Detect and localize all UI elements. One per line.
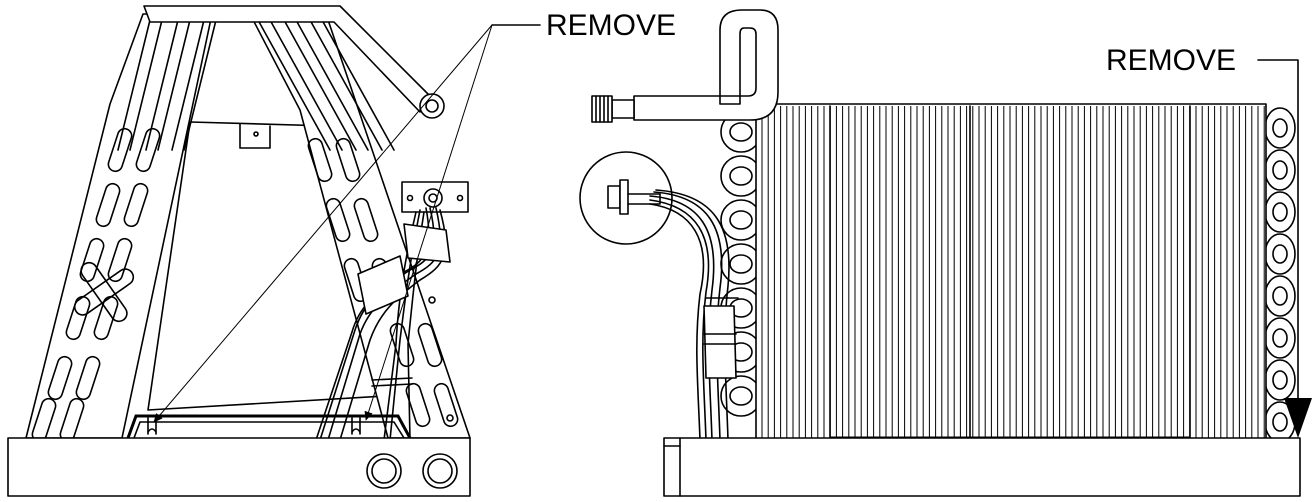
- return-bend: [720, 155, 762, 197]
- top-header: [143, 5, 445, 119]
- slab-cap-tubes: [649, 189, 739, 441]
- drain-fitting-2: [422, 453, 458, 489]
- return-bend: [1264, 359, 1296, 401]
- return-bend: [720, 199, 762, 241]
- drain-pan: [7, 414, 471, 497]
- return-bend: [1264, 317, 1296, 359]
- left-coil-tubes: [117, 19, 217, 151]
- fin-pack: [755, 103, 1267, 441]
- return-bend: [1264, 275, 1296, 317]
- remove-callout-right: REMOVE: [1106, 44, 1312, 438]
- remove-label-right: REMOVE: [1106, 44, 1236, 77]
- detail-magnifier: [579, 151, 673, 245]
- suction-pipe: [591, 9, 779, 123]
- drain-fitting-1: [366, 453, 402, 489]
- slab-drain-pan: [663, 437, 1301, 497]
- return-bend: [1264, 233, 1296, 275]
- pan-clip-right: [351, 417, 361, 435]
- right-return-bends: [1264, 107, 1296, 443]
- slab-coil-side-view: REMOVE: [579, 9, 1312, 497]
- return-bend: [720, 243, 762, 285]
- remove-label-left: REMOVE: [546, 9, 676, 42]
- return-bend: [1264, 107, 1296, 149]
- a-coil-front-view: REMOVE: [7, 5, 676, 497]
- return-bend: [1264, 191, 1296, 233]
- remove-callout-left: REMOVE: [153, 9, 676, 423]
- left-side-plate: [25, 13, 217, 443]
- cap-tube-bundle: [315, 207, 451, 441]
- distributor-bracket: [401, 181, 469, 213]
- right-coil-tubes: [257, 19, 395, 151]
- return-bend: [1264, 149, 1296, 191]
